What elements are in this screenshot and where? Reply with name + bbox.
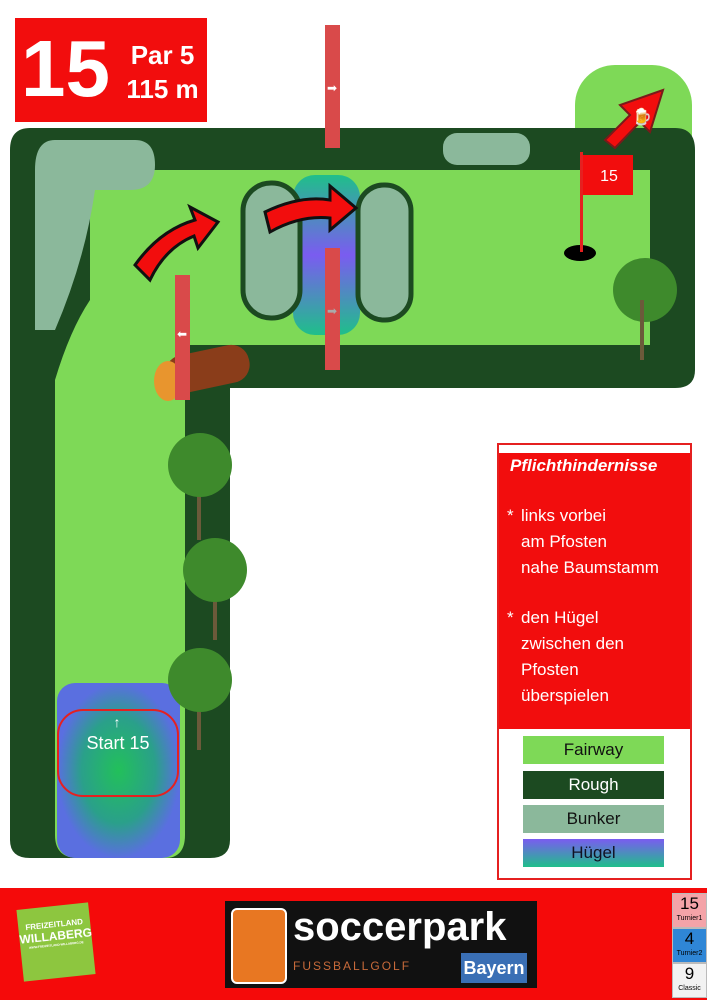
- post-left: ⬅: [175, 275, 190, 400]
- tree-icon: [168, 433, 232, 540]
- legend-huegel: Hügel: [523, 839, 664, 867]
- hole-length: 115 m: [126, 74, 199, 104]
- rules-panel: Pflichthindernisse *links vorbei am Pfos…: [497, 443, 692, 880]
- flag-pole: [580, 152, 583, 252]
- svg-text:➡: ➡: [327, 304, 337, 318]
- legend-bunker: Bunker: [523, 805, 664, 833]
- svg-text:🍺: 🍺: [632, 107, 652, 126]
- course-map: ➡ ➡ ⬅ 🍺 15 ↑ Start 15: [10, 25, 695, 858]
- svg-text:➡: ➡: [327, 81, 337, 95]
- tee-outline: [57, 709, 179, 797]
- kicker-icon: [231, 908, 287, 984]
- hole-header: 15 Par 5 115 m: [15, 18, 207, 122]
- tree-icon: [613, 258, 677, 360]
- legend-rough: Rough: [523, 771, 664, 799]
- tree-icon: [168, 648, 232, 750]
- rule-text: den Hügel zwischen den Pfosten überspiel…: [521, 608, 625, 705]
- hole-par: Par 5: [130, 40, 195, 70]
- rule-item: *links vorbei am Pfosten nahe Baumstamm: [507, 503, 682, 581]
- soccerpark-logo: soccerpark FUSSBALLGOLF Bayern: [225, 901, 537, 988]
- arrow-icon: [263, 182, 359, 235]
- arrow-icon: [133, 203, 221, 283]
- fairway: [55, 170, 650, 858]
- flag-icon: [583, 155, 633, 195]
- flag-number: 15: [600, 168, 618, 185]
- legend-fairway: Fairway: [523, 736, 664, 764]
- rules-title: Pflichthindernisse: [510, 456, 658, 475]
- start-area: [57, 683, 180, 858]
- bunker-mid-right: [355, 182, 414, 323]
- start-label: Start 15: [86, 733, 149, 753]
- rule-text: links vorbei am Pfosten nahe Baumstamm: [521, 506, 659, 577]
- bunker-top: [443, 133, 530, 165]
- willaberg-logo: FREIZEITLAND WILLABERG WWW.FREIZEITLAND-…: [16, 902, 96, 982]
- exit-arrow-icon: 🍺: [603, 88, 665, 150]
- footer: FREIZEITLAND WILLABERG WWW.FREIZEITLAND-…: [0, 888, 707, 1000]
- start-arrow-icon: ↑: [114, 714, 121, 730]
- post-top: ➡: [325, 25, 340, 148]
- svg-text:⬅: ⬅: [177, 327, 187, 341]
- bunker-left: [35, 140, 155, 330]
- post-middle: ➡: [325, 248, 340, 370]
- hole-number: 15: [21, 24, 110, 113]
- hole-cup: [564, 245, 596, 261]
- rule-item: *den Hügel zwischen den Pfosten überspie…: [507, 605, 682, 709]
- tree-icon: [183, 538, 247, 640]
